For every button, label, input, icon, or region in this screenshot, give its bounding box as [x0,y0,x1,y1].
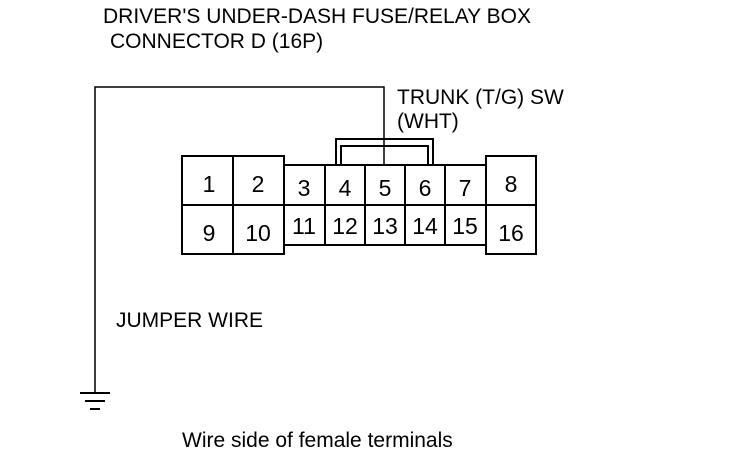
ground-icon [80,392,110,410]
terminal-11: 11 [292,213,316,239]
terminal-14: 14 [412,213,438,239]
terminal-7: 7 [459,175,472,201]
trunk-switch-label: TRUNK (T/G) SW [397,86,564,109]
terminal-6: 6 [419,175,432,201]
jumper-wire [94,86,385,392]
diagram-title-line2: CONNECTOR D (16P) [110,30,324,53]
terminal-3: 3 [298,175,311,201]
trunk-switch-color: (WHT) [397,110,459,133]
terminal-16: 16 [498,220,524,246]
connector-body [181,155,537,255]
terminal-12: 12 [332,213,358,239]
terminal-9: 9 [203,220,216,246]
terminal-2: 2 [252,171,265,197]
terminal-8: 8 [505,171,518,197]
terminal-4: 4 [339,175,352,201]
jumper-wire-label: JUMPER WIRE [116,309,263,332]
diagram-title-line1: DRIVER'S UNDER-DASH FUSE/RELAY BOX [103,5,531,28]
terminal-13: 13 [372,213,398,239]
caption: Wire side of female terminals [182,429,453,452]
terminal-1: 1 [203,171,216,197]
terminal-5: 5 [379,175,392,201]
terminal-15: 15 [452,213,478,239]
terminal-10: 10 [245,220,271,246]
